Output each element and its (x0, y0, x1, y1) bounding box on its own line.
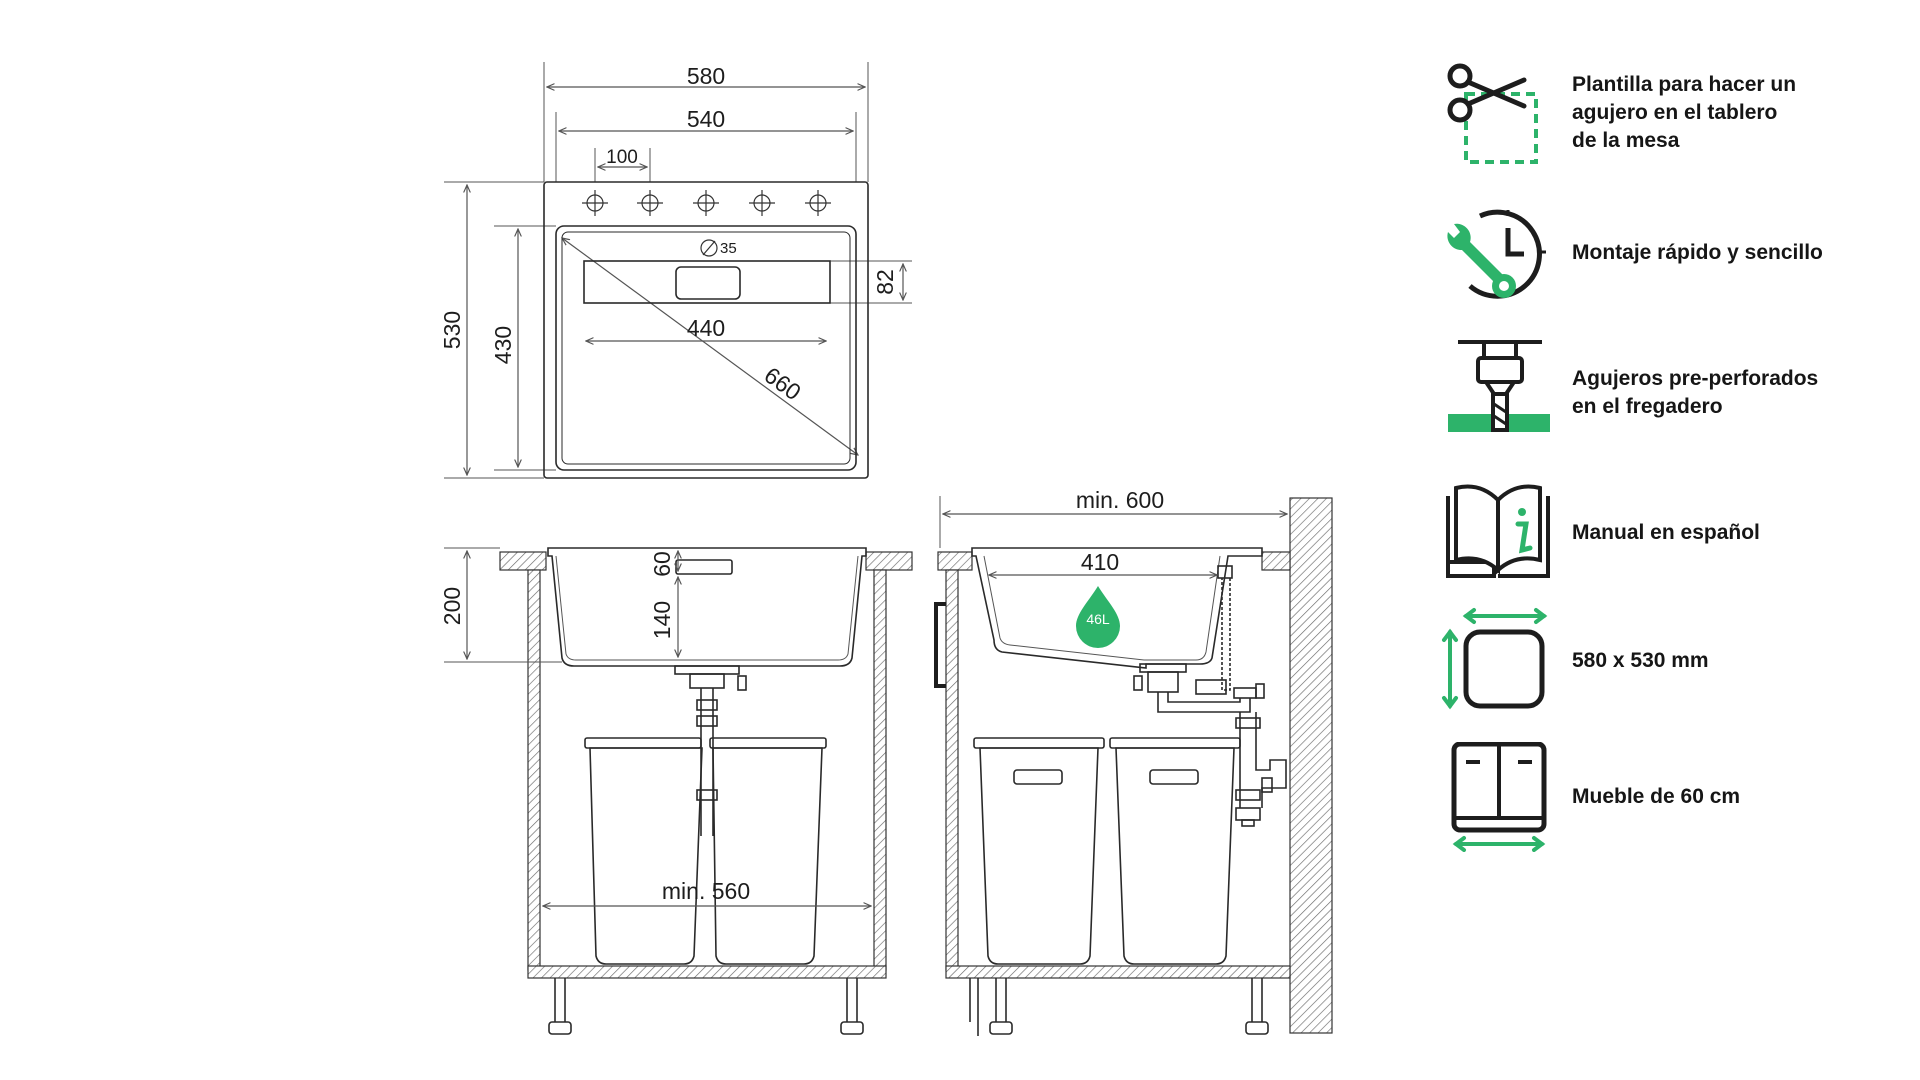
front-view: 200 60 140 min. 560 (439, 547, 913, 1035)
dim-82: 82 (872, 269, 898, 295)
dimensions-icon (1440, 606, 1550, 716)
feature-size: 580 x 530 mm (1440, 606, 1900, 716)
feature-label: Agujeros pre-perforados en el fregadero (1572, 367, 1819, 418)
drill-icon (1440, 338, 1552, 448)
feature-cabinet: Mueble de 60 cm (1440, 741, 1900, 852)
feature-label: Mueble de 60 cm (1572, 785, 1741, 808)
feature-label: 580 x 530 mm (1572, 649, 1709, 672)
volume-badge: 46L (1086, 611, 1110, 627)
scissors-template-icon (1440, 58, 1550, 168)
clock-wrench-icon (1440, 198, 1550, 308)
dim-min-560: min. 560 (662, 878, 750, 904)
dim-430: 430 (490, 326, 516, 364)
feature-template: Plantilla para hacer un agujero en el ta… (1440, 58, 1900, 168)
feature-manual: Manual en español (1440, 478, 1900, 588)
dim-60: 60 (649, 551, 675, 577)
dim-530: 530 (439, 311, 465, 349)
dim-140: 140 (649, 601, 675, 639)
top-view: 580 540 100 35 82 440 660 530 430 (439, 62, 912, 479)
feature-label: Manual en español (1572, 521, 1760, 544)
cabinet-icon (1440, 741, 1550, 852)
dim-660: 660 (760, 362, 806, 406)
dim-200: 200 (439, 587, 465, 625)
feature-label: Montaje rápido y sencillo (1572, 241, 1823, 264)
dim-540: 540 (687, 106, 725, 132)
feature-drilled: Agujeros pre-perforados en el fregadero (1440, 338, 1900, 448)
feature-label: Plantilla para hacer un agujero en el ta… (1572, 73, 1797, 152)
dim-410: 410 (1081, 549, 1119, 575)
dim-tap-hole-35: 35 (720, 240, 737, 257)
feature-assembly: Montaje rápido y sencillo (1440, 198, 1900, 308)
dim-min-600: min. 600 (1076, 487, 1164, 513)
side-view: 46L min. 600 410 (934, 487, 1333, 1036)
manual-book-icon (1440, 478, 1550, 588)
dim-440: 440 (687, 315, 725, 341)
dim-580: 580 (687, 63, 725, 89)
water-drop-icon: 46L (1076, 586, 1120, 648)
dim-100: 100 (606, 147, 638, 168)
